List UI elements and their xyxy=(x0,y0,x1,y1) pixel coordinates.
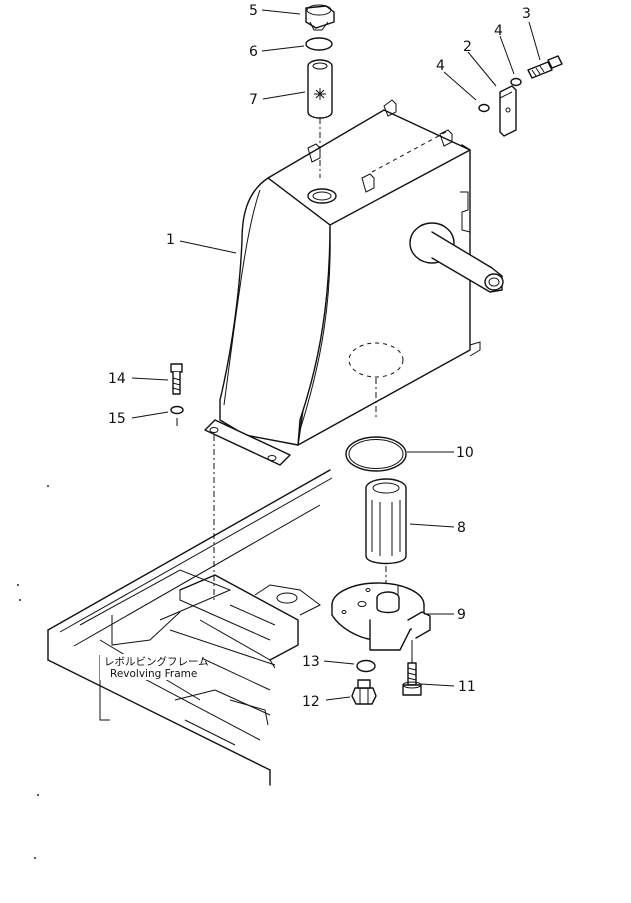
strainer xyxy=(307,59,333,178)
revolving-frame-label: レボルビングフレーム Revolving Frame xyxy=(100,654,209,680)
callout-6: 6 xyxy=(249,44,258,60)
o-ring-13 xyxy=(356,659,376,673)
bolt-3 xyxy=(527,55,563,79)
hydraulic-tank xyxy=(204,99,504,600)
callout-4a: 4 xyxy=(494,23,503,39)
callout-5: 5 xyxy=(249,3,258,19)
scan-specks xyxy=(17,485,49,859)
callout-9: 9 xyxy=(457,607,466,623)
breather-cap xyxy=(305,4,335,31)
revolving-frame xyxy=(47,469,333,786)
filter-element-8 xyxy=(365,478,407,586)
bracket-2 xyxy=(499,85,517,137)
callout-2: 2 xyxy=(463,39,472,55)
filter-case-9 xyxy=(331,582,431,672)
bolt-14 xyxy=(170,363,183,395)
frame-label-jp: レボルビングフレーム xyxy=(104,655,209,668)
callout-7: 7 xyxy=(249,92,258,108)
plug-12 xyxy=(351,679,377,705)
washer-4b xyxy=(478,103,490,113)
callouts: 1 2 3 4 4 5 6 7 8 9 10 11 12 13 14 15 xyxy=(108,3,531,710)
callout-3: 3 xyxy=(522,6,531,22)
washer-15 xyxy=(170,405,184,426)
callout-11: 11 xyxy=(458,679,476,695)
callout-14: 14 xyxy=(108,371,126,387)
callout-1: 1 xyxy=(166,232,175,248)
bolt-11 xyxy=(402,662,422,696)
o-ring-10 xyxy=(345,436,407,472)
o-ring-6 xyxy=(305,37,333,51)
callout-8: 8 xyxy=(457,520,466,536)
callout-13: 13 xyxy=(302,654,320,670)
frame-label-en: Revolving Frame xyxy=(110,668,197,680)
callout-10: 10 xyxy=(456,445,474,461)
callout-12: 12 xyxy=(302,694,320,710)
callout-15: 15 xyxy=(108,411,126,427)
callout-4b: 4 xyxy=(436,58,445,74)
washer-4a xyxy=(510,77,522,87)
leader-lines xyxy=(131,9,541,701)
